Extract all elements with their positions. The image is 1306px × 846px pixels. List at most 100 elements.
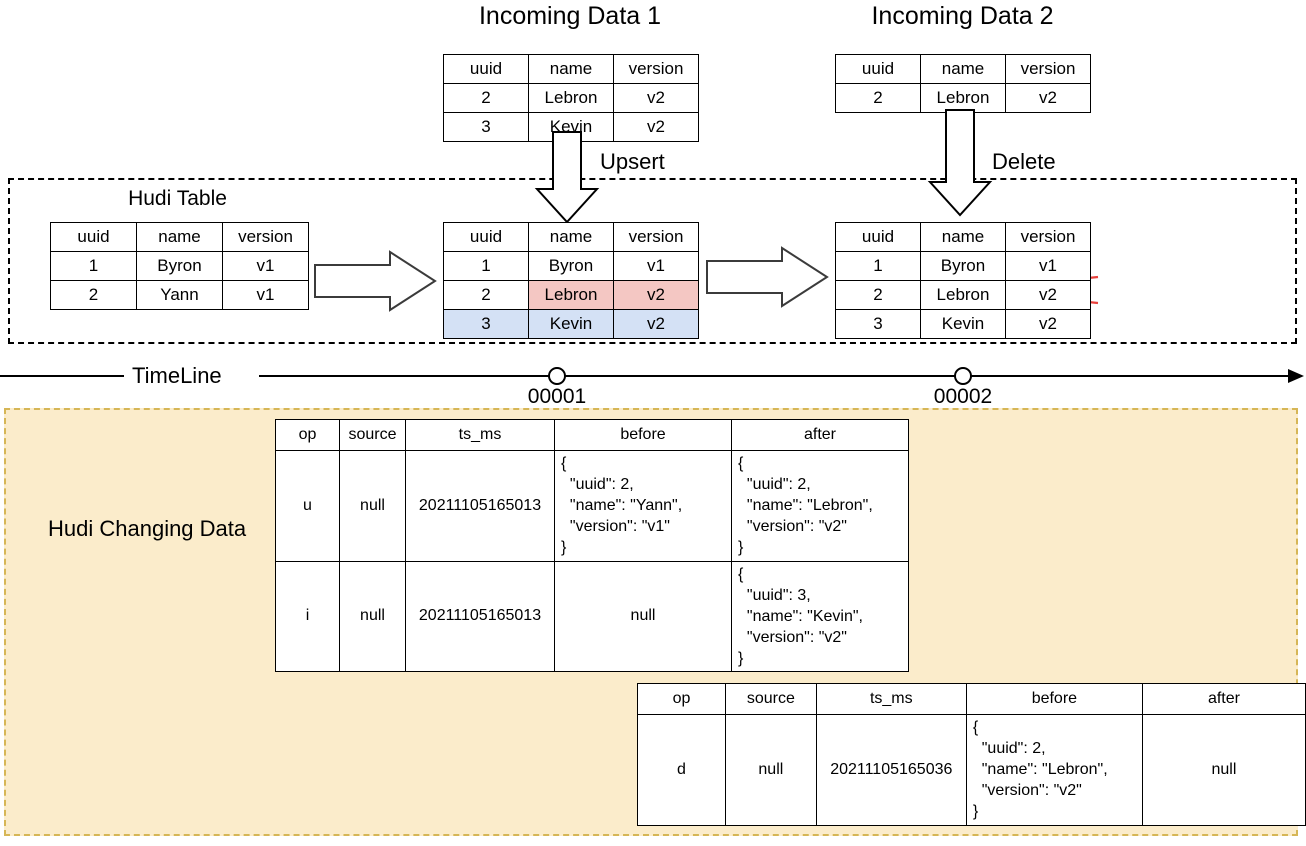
cell-uuid: 3: [443, 309, 529, 339]
column-header-name: name: [528, 222, 614, 252]
table-row-updated: 2 Lebron v2: [443, 280, 699, 310]
hudi-table-region: [8, 178, 1297, 344]
hudi-table-after-delete: uuid name version 1 Byron v1 2 Lebron v2…: [835, 222, 1091, 339]
delete-arrow-icon: [927, 109, 993, 217]
column-header-version: version: [613, 222, 699, 252]
cell-ts-ms: 20211105165036: [815, 714, 967, 826]
column-header-version: version: [222, 222, 309, 252]
cell-source: null: [339, 560, 406, 673]
column-header-ts-ms: ts_ms: [405, 419, 555, 451]
cell-uuid: 3: [443, 112, 529, 142]
cell-name: Kevin: [528, 309, 614, 339]
table-row: 3 Kevin v2: [835, 309, 1091, 339]
cell-version: v1: [1005, 251, 1091, 281]
cell-after: null: [1141, 714, 1306, 826]
column-header-before: before: [554, 419, 732, 451]
column-header-uuid: uuid: [50, 222, 137, 252]
cell-uuid: 1: [50, 251, 137, 281]
column-header-version: version: [613, 54, 699, 84]
table-header-row: uuid name version: [50, 222, 309, 252]
column-header-uuid: uuid: [835, 54, 921, 84]
timeline-label: TimeLine: [132, 363, 222, 388]
cell-op: i: [275, 560, 340, 673]
table: uuid name version 1 Byron v1 2 Yann v1: [50, 222, 309, 310]
column-header-op: op: [636, 683, 727, 715]
cell-name: Byron: [136, 251, 223, 281]
table-row: 1 Byron v1: [50, 251, 309, 281]
cell-before: { "uuid": 2, "name": "Yann", "version": …: [554, 450, 732, 562]
column-header-after: after: [1141, 683, 1306, 715]
cell-after: { "uuid": 2, "name": "Lebron", "version"…: [731, 450, 909, 562]
table-header-row: uuid name version: [443, 54, 699, 84]
cell-name: Lebron: [920, 83, 1006, 113]
table: op source ts_ms before after d null 2021…: [636, 683, 1306, 826]
table: uuid name version 2 Lebron v2 3 Kevin v2: [443, 54, 699, 142]
column-header-uuid: uuid: [443, 222, 529, 252]
cell-uuid: 1: [443, 251, 529, 281]
table-row: 3 Kevin v2: [443, 112, 699, 142]
cell-name: Byron: [528, 251, 614, 281]
table-row: i null 20211105165013 null { "uuid": 3, …: [275, 560, 909, 673]
cell-op: d: [636, 714, 727, 826]
cell-uuid: 2: [835, 83, 921, 113]
cell-before: null: [554, 560, 732, 673]
table-header-row: op source ts_ms before after: [636, 683, 1306, 715]
upsert-transition-arrow-icon: [314, 250, 437, 312]
cell-op: u: [275, 450, 340, 562]
timeline-label-backdrop: [124, 364, 259, 388]
table: uuid name version 2 Lebron v2: [835, 54, 1091, 113]
cell-version: v1: [222, 280, 309, 310]
column-header-source: source: [725, 683, 817, 715]
hudi-changing-data-label: Hudi Changing Data: [48, 516, 247, 541]
table-row: 2 Lebron v2: [443, 83, 699, 113]
upsert-arrow-icon: [534, 131, 600, 224]
cell-name: Lebron: [528, 83, 614, 113]
table: uuid name version 1 Byron v1 2 Lebron v2…: [835, 222, 1091, 339]
column-header-ts-ms: ts_ms: [815, 683, 967, 715]
column-header-source: source: [339, 419, 406, 451]
cell-uuid: 2: [50, 280, 137, 310]
table-row: 1 Byron v1: [443, 251, 699, 281]
hudi-table-before: uuid name version 1 Byron v1 2 Yann v1: [50, 222, 309, 310]
cell-name: Byron: [920, 251, 1006, 281]
cell-ts-ms: 20211105165013: [405, 450, 555, 562]
column-header-uuid: uuid: [835, 222, 921, 252]
timeline-marker-00001-label: 00001: [527, 385, 587, 408]
column-header-version: version: [1005, 222, 1091, 252]
column-header-before: before: [965, 683, 1143, 715]
column-header-name: name: [136, 222, 223, 252]
cell-uuid: 2: [443, 280, 529, 310]
cell-name: Lebron: [528, 280, 614, 310]
incoming-data-1-title: Incoming Data 1: [478, 2, 662, 30]
table-header-row: op source ts_ms before after: [275, 419, 909, 451]
table-row: 2 Yann v1: [50, 280, 309, 310]
cell-version: v2: [613, 280, 699, 310]
column-header-name: name: [920, 222, 1006, 252]
timeline-marker-00002: [954, 367, 972, 385]
cell-version: v2: [1005, 280, 1091, 310]
cell-after: { "uuid": 3, "name": "Kevin", "version":…: [731, 560, 909, 673]
column-header-after: after: [731, 419, 909, 451]
cell-uuid: 2: [443, 83, 529, 113]
cell-version: v2: [613, 83, 699, 113]
cell-name: Lebron: [920, 280, 1006, 310]
cdc-upsert-table: op source ts_ms before after u null 2021…: [275, 419, 909, 673]
timeline-arrowhead-icon: [1288, 369, 1304, 383]
cell-uuid: 1: [835, 251, 921, 281]
cell-ts-ms: 20211105165013: [405, 560, 555, 673]
table-row: 2 Lebron v2: [835, 83, 1091, 113]
delete-label: Delete: [992, 149, 1056, 174]
table-row-deleted: 2 Lebron v2: [835, 280, 1091, 310]
cell-source: null: [339, 450, 406, 562]
table-row: 1 Byron v1: [835, 251, 1091, 281]
table: uuid name version 1 Byron v1 2 Lebron v2…: [443, 222, 699, 339]
table-row: u null 20211105165013 { "uuid": 2, "name…: [275, 450, 909, 562]
incoming-data-2-table: uuid name version 2 Lebron v2: [835, 54, 1091, 113]
cell-source: null: [725, 714, 817, 826]
cell-uuid: 2: [835, 280, 921, 310]
cell-name: Yann: [136, 280, 223, 310]
delete-transition-arrow-icon: [706, 246, 829, 308]
cell-version: v2: [613, 309, 699, 339]
incoming-data-2-title: Incoming Data 2: [871, 2, 1054, 30]
incoming-data-1-table: uuid name version 2 Lebron v2 3 Kevin v2: [443, 54, 699, 142]
